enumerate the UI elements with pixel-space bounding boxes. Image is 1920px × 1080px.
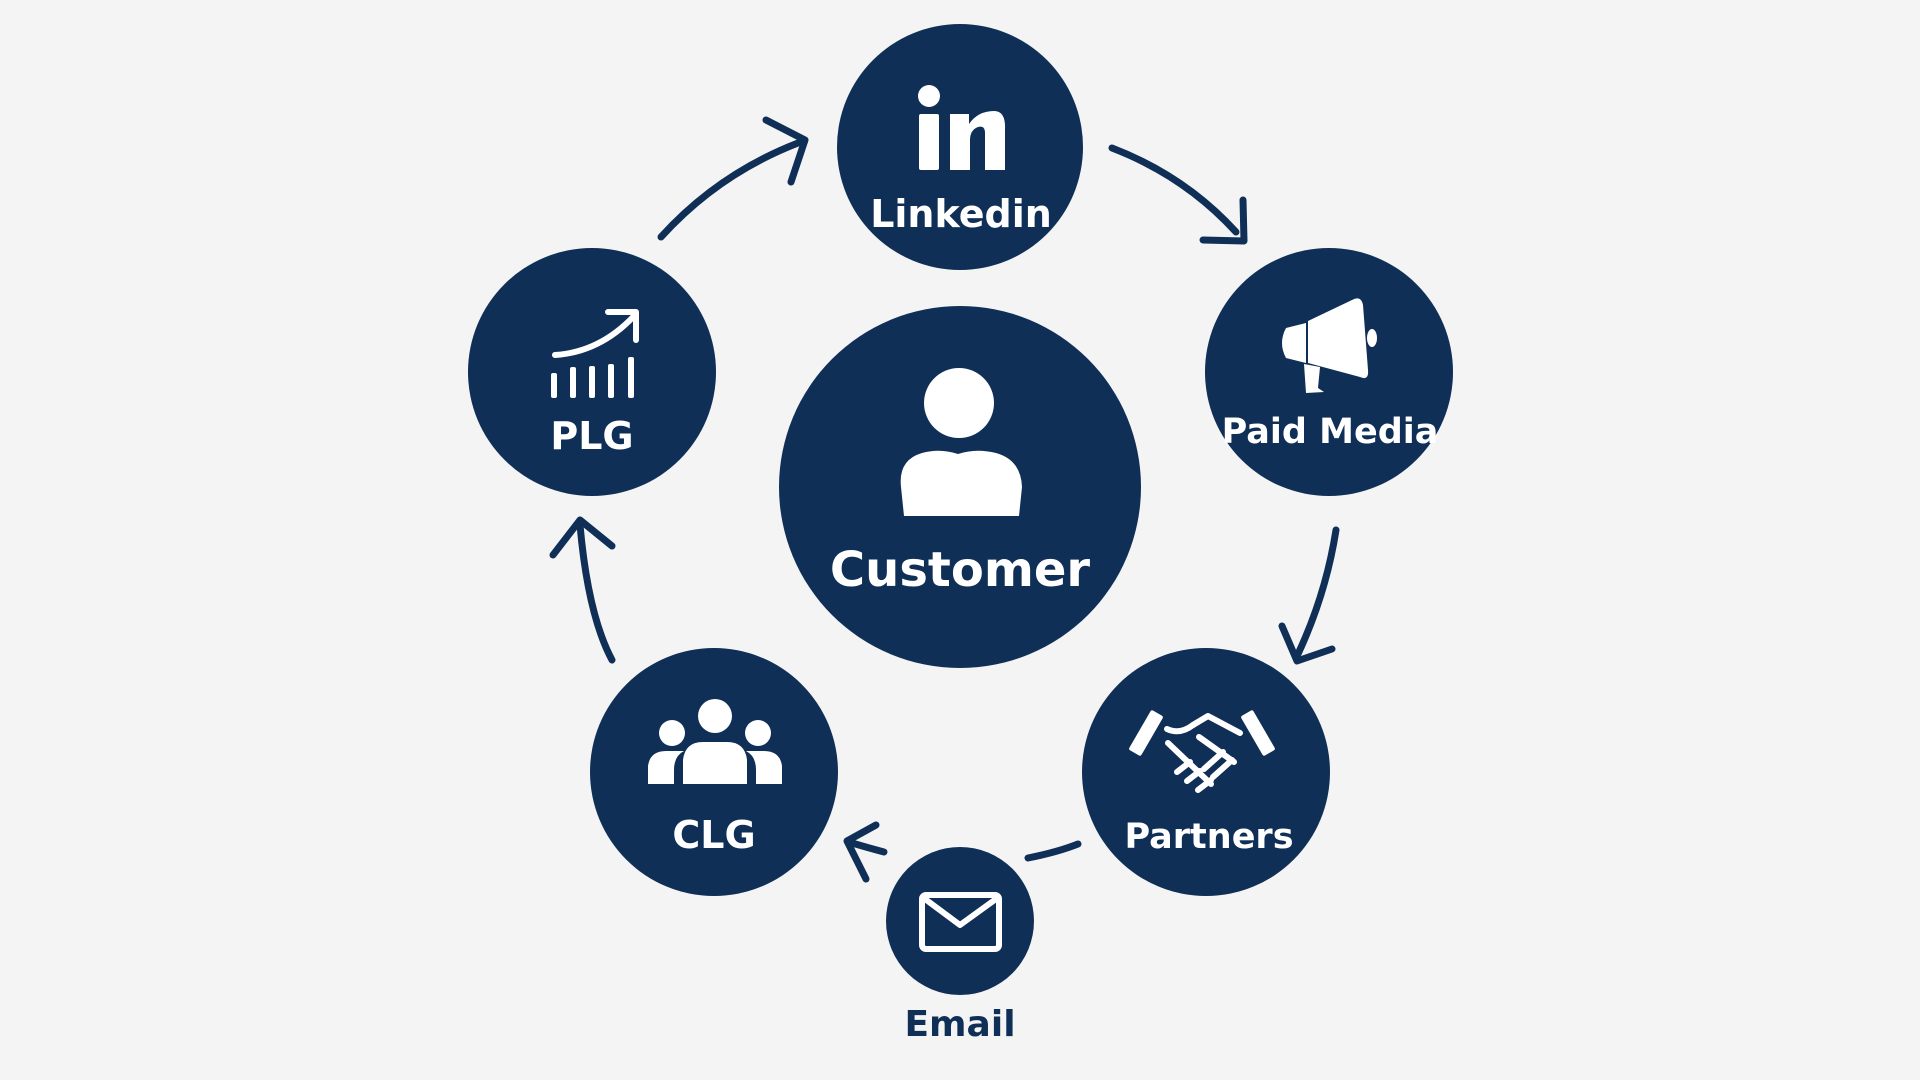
node-partners[interactable]: Partners: [1082, 648, 1330, 896]
arrow-linkedin-to-paid-media: [1108, 144, 1248, 245]
node-clg[interactable]: CLG: [590, 648, 838, 896]
center-node-customer: Customer: [779, 306, 1141, 668]
arrow-email-to-clg: [843, 821, 888, 883]
node-label-paid-media: Paid Media: [1222, 412, 1439, 452]
cycle-arrows: [549, 116, 1340, 883]
megaphone-icon: [1282, 298, 1377, 393]
person-icon: [900, 368, 1022, 516]
node-circle-email: [886, 847, 1034, 995]
node-label-partners: Partners: [1124, 817, 1293, 857]
arrow-clg-to-plg: [549, 516, 616, 664]
arrow-partners-to-email: [1024, 840, 1082, 862]
handshake-icon: [1129, 710, 1275, 793]
growth-chart-icon: [551, 309, 639, 398]
node-circle-partners: [1082, 648, 1330, 896]
group-icon: [648, 699, 782, 784]
node-linkedin[interactable]: Linkedin: [837, 24, 1083, 270]
node-label-plg: PLG: [550, 414, 633, 458]
arrow-plg-to-linkedin: [657, 116, 809, 241]
node-plg[interactable]: PLG: [468, 248, 716, 496]
linkedin-icon: [918, 85, 1006, 170]
node-paid-media[interactable]: Paid Media: [1205, 248, 1453, 496]
node-label-email: Email: [904, 1004, 1015, 1045]
envelope-icon: [919, 892, 1002, 952]
center-label: Customer: [830, 542, 1090, 598]
node-label-linkedin: Linkedin: [870, 192, 1052, 236]
node-label-clg: CLG: [672, 813, 755, 857]
node-email[interactable]: Email: [886, 847, 1034, 1045]
node-circle-paid-media: [1205, 248, 1453, 496]
arrow-paid-media-to-partners: [1278, 526, 1340, 665]
